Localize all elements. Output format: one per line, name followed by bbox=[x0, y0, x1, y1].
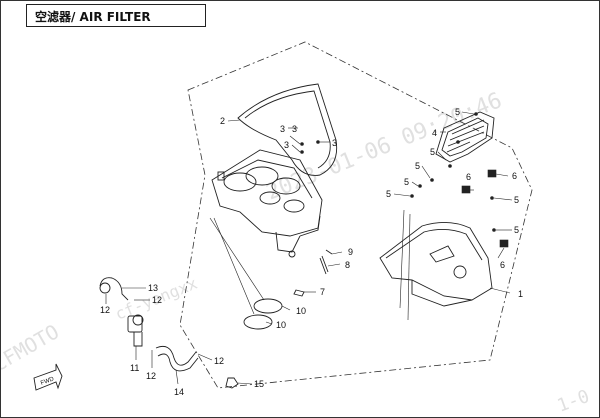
assembly-outline bbox=[179, 41, 533, 389]
callout-13: 13 bbox=[148, 283, 158, 293]
callout-12b: 12 bbox=[152, 295, 162, 305]
leader-lines bbox=[105, 111, 513, 385]
callout-12c: 12 bbox=[146, 371, 156, 381]
callout-5c: 5 bbox=[415, 161, 420, 171]
callout-10b: 10 bbox=[276, 320, 286, 330]
callout-3a: 3 bbox=[280, 124, 285, 134]
title-box: 空滤器/ AIR FILTER bbox=[26, 4, 206, 27]
callout-3b: 3 bbox=[292, 124, 297, 134]
callout-9: 9 bbox=[348, 247, 353, 257]
callout-5g: 5 bbox=[514, 225, 519, 235]
callout-6c: 6 bbox=[500, 260, 505, 270]
fwd-label: FWD bbox=[40, 376, 56, 387]
callout-8: 8 bbox=[345, 260, 350, 270]
part-7-8-9-fasteners bbox=[288, 249, 333, 297]
callout-12d: 12 bbox=[214, 356, 224, 366]
part-13-hose bbox=[99, 277, 129, 301]
callout-2: 2 bbox=[220, 116, 225, 126]
part-4-filter-element bbox=[435, 111, 495, 163]
callout-10a: 10 bbox=[296, 306, 306, 316]
callout-11: 11 bbox=[130, 363, 139, 373]
callout-5b: 5 bbox=[430, 147, 435, 157]
callout-3c: 3 bbox=[284, 140, 289, 150]
part-airbox-main bbox=[211, 149, 323, 253]
callout-5e: 5 bbox=[386, 189, 391, 199]
callout-5d: 5 bbox=[404, 177, 409, 187]
callout-3d: 3 bbox=[332, 138, 337, 148]
callout-5a: 5 bbox=[455, 107, 460, 117]
callout-5f: 5 bbox=[514, 195, 519, 205]
part-11-valve bbox=[127, 314, 144, 347]
callout-12a: 12 bbox=[100, 305, 110, 315]
callout-6b: 6 bbox=[466, 172, 471, 182]
callout-15: 15 bbox=[254, 379, 264, 389]
part-1-housing bbox=[379, 222, 493, 307]
callout-14: 14 bbox=[174, 387, 184, 397]
part-2-cover bbox=[237, 83, 338, 176]
callout-7: 7 bbox=[320, 287, 325, 297]
callout-labels: 1 2 3 3 3 3 4 5 5 5 5 5 5 5 6 6 6 7 8 9 … bbox=[100, 107, 523, 397]
callout-1: 1 bbox=[518, 289, 523, 299]
fwd-arrow: FWD bbox=[33, 363, 63, 391]
part-15-clip bbox=[225, 377, 239, 389]
page-title: 空滤器/ AIR FILTER bbox=[35, 10, 151, 24]
small-fasteners bbox=[300, 112, 509, 248]
callout-4: 4 bbox=[432, 128, 437, 138]
watermark-left-brand: CFMOTO bbox=[0, 319, 63, 376]
callout-6a: 6 bbox=[512, 171, 517, 181]
watermark-corner-fragment: 1-0 bbox=[555, 386, 593, 417]
part-14-hose bbox=[155, 345, 199, 372]
